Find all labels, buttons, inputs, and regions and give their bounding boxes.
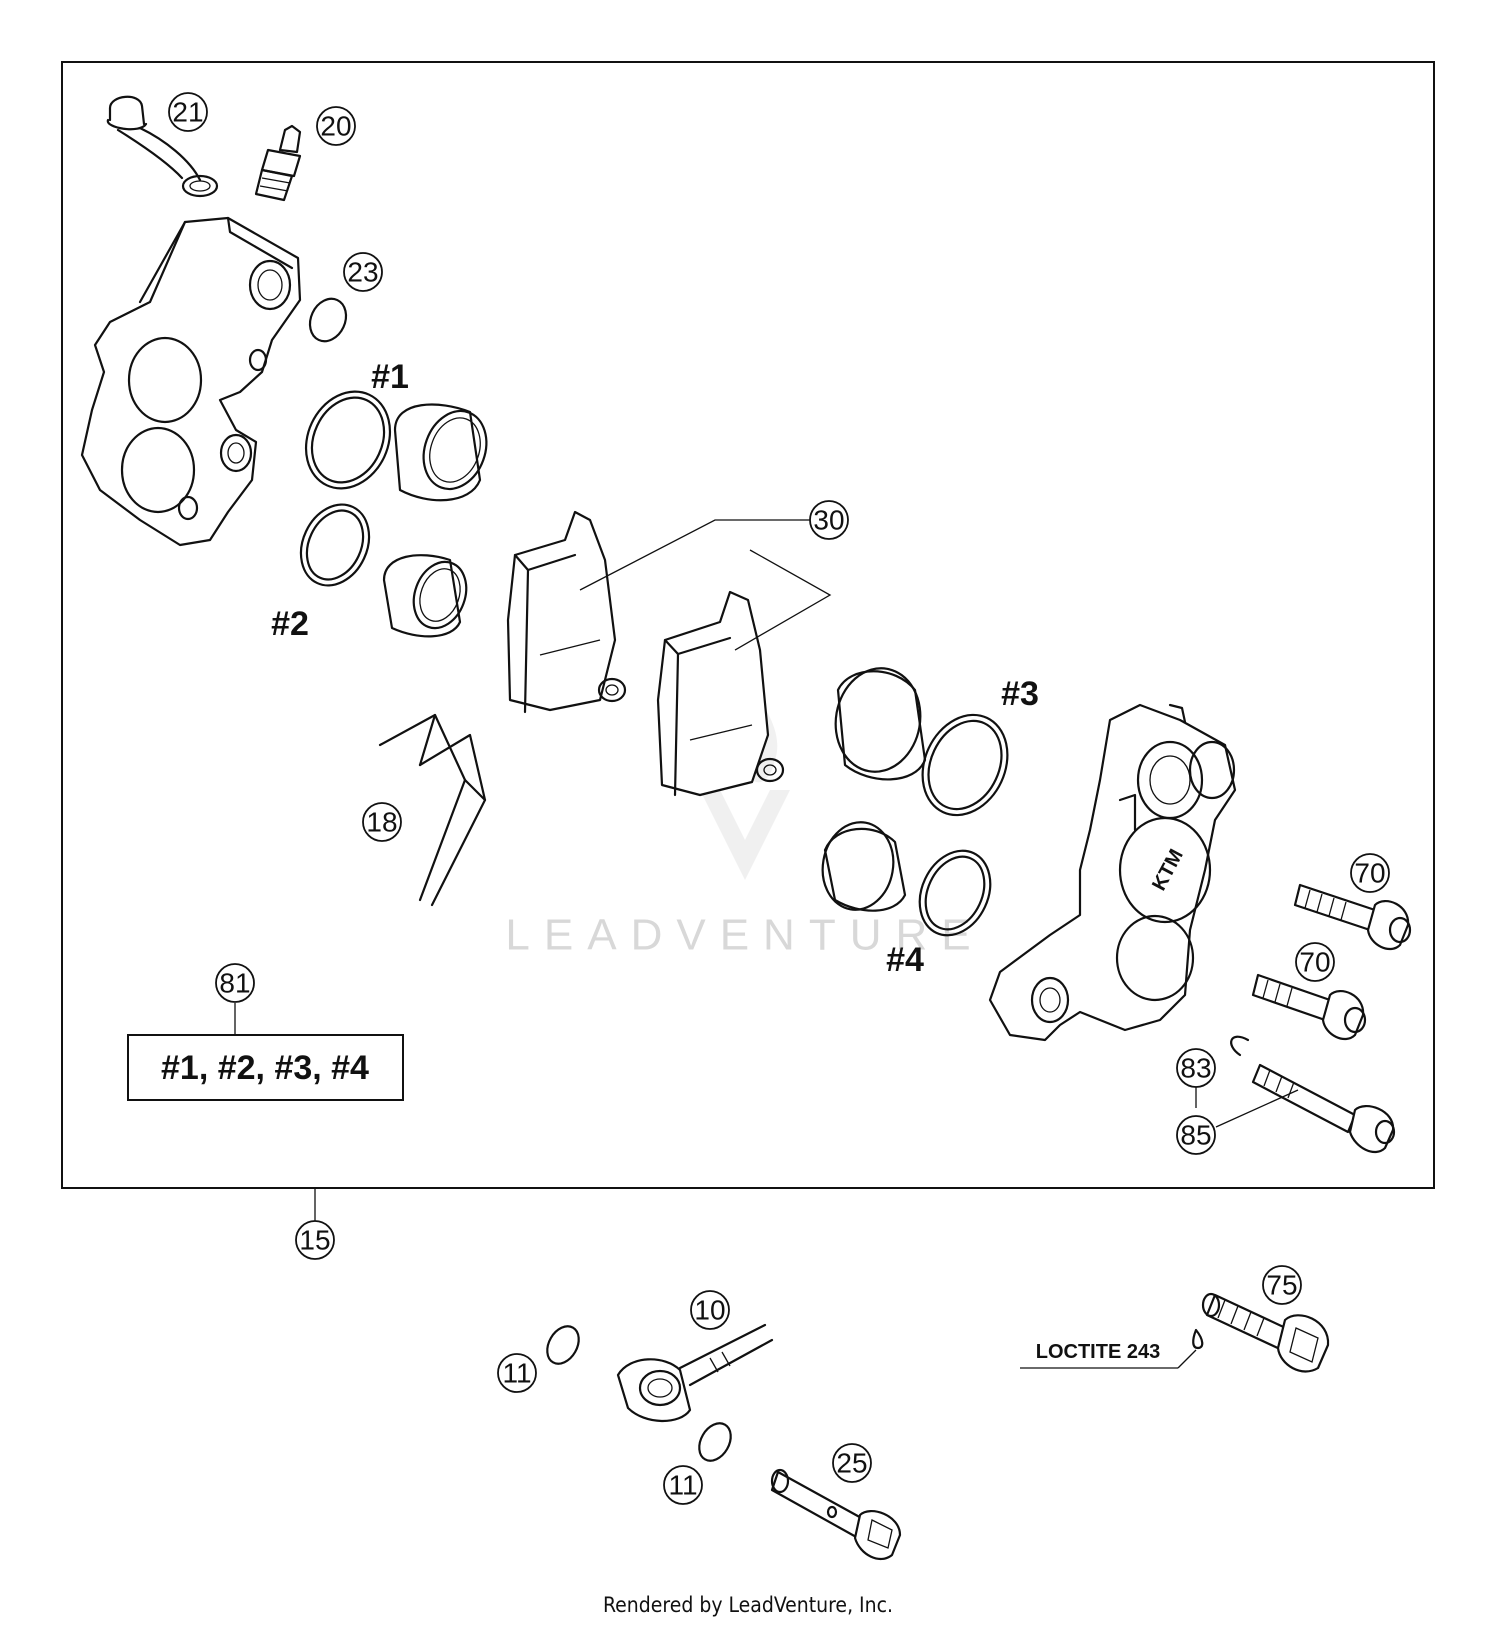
svg-text:18: 18 bbox=[366, 807, 397, 838]
svg-text:15: 15 bbox=[299, 1225, 330, 1256]
label-seal-4: #4 bbox=[886, 941, 924, 979]
callout-11-upper: 11 bbox=[497, 1353, 537, 1393]
callout-18: 18 bbox=[362, 802, 402, 842]
assembly-frame bbox=[61, 61, 1435, 1189]
piston-2 bbox=[382, 554, 468, 638]
callout-85: 85 bbox=[1176, 1115, 1216, 1155]
callout-15: 15 bbox=[295, 1220, 335, 1260]
callout-70-lower: 70 bbox=[1295, 942, 1335, 982]
bolt-70-lower bbox=[1251, 973, 1367, 1041]
o-ring-23 bbox=[308, 297, 348, 343]
threadlocker-drop-icon bbox=[1192, 1328, 1204, 1350]
seal-ring-2 bbox=[299, 503, 371, 587]
washer-11-upper bbox=[546, 1325, 580, 1365]
seal-kit-contents: #1, #2, #3, #4 bbox=[161, 1049, 369, 1087]
piston-3 bbox=[834, 667, 927, 781]
watermark-text: LEADVENTURE bbox=[505, 911, 984, 960]
svg-text:30: 30 bbox=[813, 505, 844, 536]
svg-text:70: 70 bbox=[1354, 858, 1385, 889]
leader-30-a bbox=[579, 519, 800, 591]
seal-ring-3 bbox=[921, 713, 1009, 817]
svg-text:10: 10 bbox=[694, 1295, 725, 1326]
bleed-nipple-part bbox=[254, 124, 302, 202]
retaining-clip-83 bbox=[1230, 1035, 1250, 1057]
callout-81: 81 bbox=[215, 963, 255, 1003]
callout-83: 83 bbox=[1176, 1048, 1216, 1088]
svg-text:83: 83 bbox=[1180, 1053, 1211, 1084]
label-seal-2: #2 bbox=[271, 605, 309, 643]
svg-text:20: 20 bbox=[320, 111, 351, 142]
mounting-bolt-75 bbox=[1201, 1292, 1330, 1373]
pad-spring-18 bbox=[378, 713, 487, 907]
label-seal-3: #3 bbox=[1001, 675, 1039, 713]
callout-10: 10 bbox=[690, 1290, 730, 1330]
brake-pad-rear bbox=[656, 590, 785, 797]
callout-70-upper: 70 bbox=[1350, 853, 1390, 893]
leader-loctite bbox=[1177, 1349, 1197, 1369]
svg-text:11: 11 bbox=[502, 1358, 531, 1389]
piston-4 bbox=[821, 821, 907, 912]
banjo-bolt-25 bbox=[770, 1468, 902, 1561]
threadlocker-note: LOCTITE 243 bbox=[1036, 1341, 1160, 1363]
bolt-70-upper bbox=[1293, 883, 1412, 951]
caliper-half-right: KTM bbox=[988, 703, 1237, 1042]
caliper-half-left bbox=[80, 216, 302, 547]
callout-25: 25 bbox=[832, 1443, 872, 1483]
pad-pin-85 bbox=[1251, 1063, 1396, 1154]
svg-text:21: 21 bbox=[172, 97, 203, 128]
brake-pad-front bbox=[506, 510, 627, 714]
callout-23: 23 bbox=[343, 252, 383, 292]
brake-line-10 bbox=[616, 1323, 774, 1423]
callout-75: 75 bbox=[1262, 1265, 1302, 1305]
callout-30: 30 bbox=[809, 500, 849, 540]
svg-text:81: 81 bbox=[219, 968, 250, 999]
svg-text:70: 70 bbox=[1299, 947, 1330, 978]
leader-30-b bbox=[734, 549, 832, 651]
svg-text:25: 25 bbox=[836, 1448, 867, 1479]
credit-line: Rendered by LeadVenture, Inc. bbox=[603, 1593, 893, 1617]
piston-1 bbox=[393, 403, 488, 502]
svg-text:23: 23 bbox=[347, 257, 378, 288]
label-seal-1: #1 bbox=[371, 358, 409, 396]
svg-text:85: 85 bbox=[1180, 1120, 1211, 1151]
callout-11-lower: 11 bbox=[663, 1465, 703, 1505]
bleed-cap-part bbox=[106, 95, 219, 198]
callout-20: 20 bbox=[316, 106, 356, 146]
svg-text:11: 11 bbox=[668, 1470, 697, 1501]
callout-21: 21 bbox=[168, 92, 208, 132]
seal-ring-4 bbox=[918, 849, 992, 937]
leader-85 bbox=[1215, 1089, 1299, 1128]
seal-ring-1 bbox=[304, 390, 392, 490]
washer-11-lower bbox=[698, 1422, 732, 1462]
seal-kit-box bbox=[127, 1034, 404, 1101]
svg-text:75: 75 bbox=[1266, 1270, 1297, 1301]
